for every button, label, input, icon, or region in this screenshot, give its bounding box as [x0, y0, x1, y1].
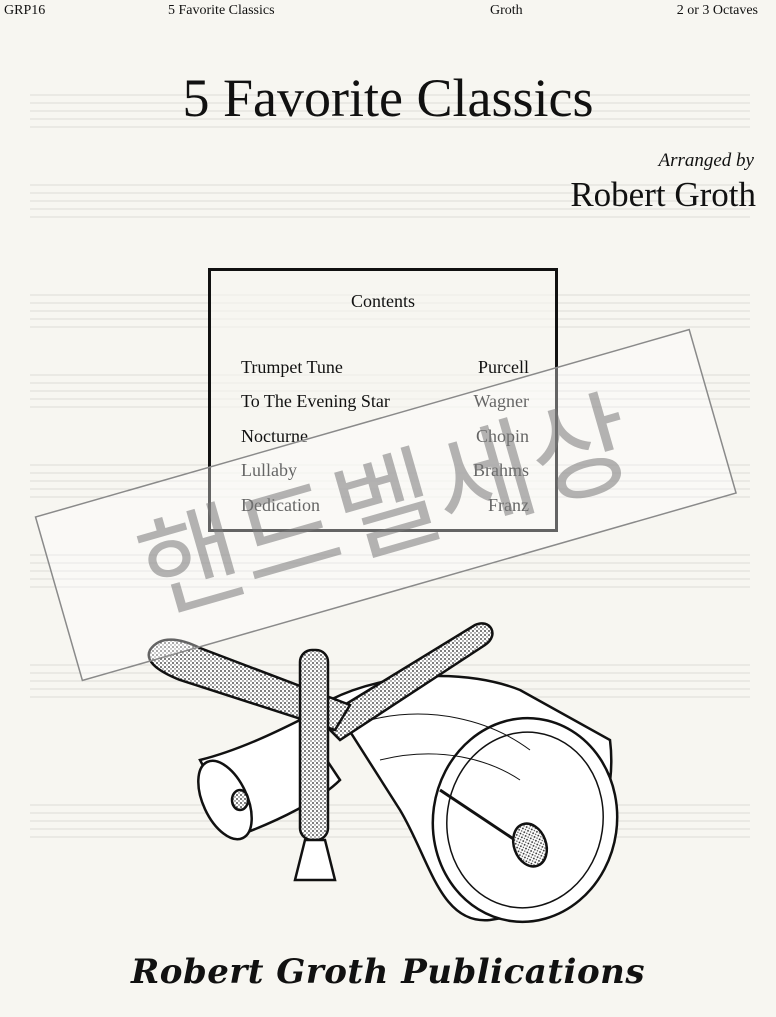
catalog-code: GRP16 — [4, 3, 46, 18]
header-octaves: 2 or 3 Octaves — [676, 3, 758, 18]
contents-item: To The Evening Star Wagner — [241, 391, 529, 415]
piece-composer: Chopin — [475, 426, 529, 446]
piece-title: Dedication — [241, 495, 320, 515]
piece-title: Nocturne — [241, 426, 308, 446]
piece-composer: Brahms — [473, 460, 529, 480]
contents-item: Nocturne Chopin — [241, 426, 529, 450]
handbells-illustration — [147, 622, 619, 924]
publisher-name: Robert Groth Publications — [131, 952, 645, 992]
piece-title: Lullaby — [241, 460, 297, 480]
piece-composer: Franz — [488, 495, 529, 515]
contents-item: Dedication Franz — [241, 495, 529, 519]
page-title: 5 Favorite Classics — [182, 68, 594, 128]
header-composer: Groth — [490, 3, 523, 18]
contents-box: Contents Trumpet Tune Purcell To The Eve… — [208, 268, 558, 532]
arranger-name: Robert Groth — [570, 175, 756, 214]
contents-heading: Contents — [350, 291, 415, 311]
arranged-by-label: Arranged by — [658, 150, 754, 171]
piece-composer: Purcell — [478, 357, 529, 377]
contents-item: Trumpet Tune Purcell — [241, 357, 529, 381]
header-title: 5 Favorite Classics — [168, 3, 275, 18]
contents-item: Lullaby Brahms — [241, 460, 529, 484]
piece-title: Trumpet Tune — [241, 357, 343, 377]
running-header: GRP16 5 Favorite Classics Groth 2 or 3 O… — [0, 3, 776, 21]
piece-composer: Wagner — [473, 391, 529, 411]
piece-title: To The Evening Star — [241, 391, 390, 411]
large-bell — [328, 674, 619, 924]
